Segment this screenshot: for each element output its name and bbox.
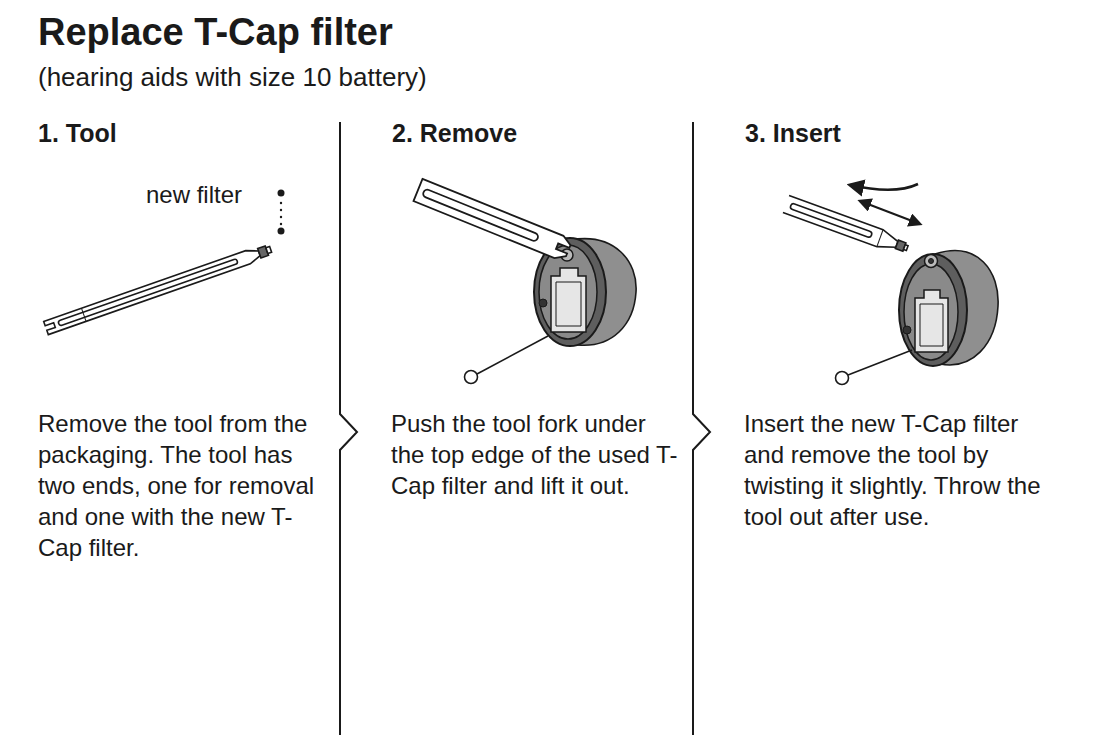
divider bbox=[340, 122, 357, 735]
twist-arrow bbox=[850, 184, 918, 190]
step-heading: 2. Remove bbox=[392, 118, 517, 148]
tool bbox=[44, 243, 273, 335]
page-title: Replace T-Cap filter bbox=[38, 10, 393, 54]
filter-leader bbox=[278, 190, 285, 235]
part-label: new filter bbox=[146, 181, 242, 209]
step-text: Push the tool fork under the top edge of… bbox=[391, 408, 683, 501]
divider bbox=[693, 122, 710, 735]
tool bbox=[414, 179, 573, 262]
step-heading: 3. Insert bbox=[745, 118, 841, 148]
hearing-aid bbox=[836, 251, 999, 385]
step-text: Insert the new T-Cap filter and remove t… bbox=[744, 408, 1044, 532]
step-text: Remove the tool from the packaging. The … bbox=[38, 408, 330, 563]
push-arrow bbox=[860, 201, 920, 224]
subtitle: (hearing aids with size 10 battery) bbox=[38, 61, 427, 93]
step-heading: 1. Tool bbox=[38, 118, 117, 148]
hearing-aid bbox=[465, 238, 637, 384]
tool bbox=[783, 196, 910, 257]
